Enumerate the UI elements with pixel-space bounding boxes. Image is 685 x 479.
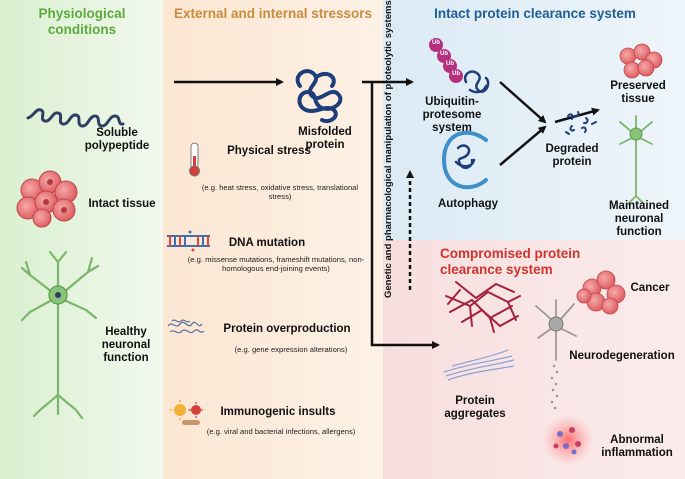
ub-tag-4: Ub: [452, 71, 460, 77]
label-neurodegeneration: Neurodegeneration: [569, 350, 675, 362]
label-ubiquitin: Ubiquitin-protesome system: [422, 96, 482, 135]
header-intact: Intact protein clearance system: [434, 6, 636, 21]
arrow-ubiquitin-to-degraded: [499, 81, 547, 124]
ubiquitin-chain-icon: [429, 38, 463, 83]
label-maintained: Maintained neuronal function: [608, 200, 670, 239]
preserved-tissue-icon: [619, 43, 663, 79]
thermometer-icon: [189, 142, 200, 177]
label-manipulation: Genetic and pharmacological manipulation…: [383, 0, 394, 298]
fibrils-icon: [443, 349, 515, 381]
detail-overproduction: (e.g. gene expression alterations): [234, 345, 348, 354]
label-cancer: Cancer: [630, 282, 670, 294]
dna-icon: [167, 230, 210, 252]
maintained-neuron-icon: [619, 115, 653, 205]
misfolded-protein-icon: [295, 69, 343, 123]
detail-dna-mutation: (e.g. missense mutations, frameshift mut…: [187, 255, 365, 273]
protein-aggregates-icon: [445, 281, 521, 333]
label-overproduction: Protein overproduction: [223, 323, 351, 335]
detail-immunogenic: (e.g. viral and bacterial infections, al…: [206, 427, 356, 436]
ub-tag-1: Ub: [432, 40, 440, 46]
arrow-autophagy-to-degraded: [499, 125, 547, 166]
label-autophagy: Autophagy: [437, 198, 499, 210]
ub-tag-3: Ub: [446, 61, 454, 67]
label-immunogenic: Immunogenic insults: [220, 406, 336, 418]
arrow-to-compromised: [370, 82, 440, 349]
panel-stressors: [163, 0, 383, 479]
label-degraded: Degraded protein: [545, 143, 599, 169]
maintained-neuron-soma: [629, 127, 643, 141]
panel-compromised: [383, 240, 685, 479]
neurodegeneration-soma: [548, 316, 564, 332]
label-healthy-neuronal: Healthy neuronal function: [101, 326, 151, 365]
panel-physiological: [0, 0, 163, 479]
header-compromised: Compromised protein clearance system: [440, 246, 581, 277]
inflammation-icon: [542, 414, 594, 466]
cancer-icon: [576, 270, 626, 315]
label-intact-tissue: Intact tissue: [88, 198, 156, 210]
header-stressors: External and internal stressors: [173, 6, 373, 21]
degraded-protein-icon: [565, 111, 597, 135]
header-physiological: Physiological conditions: [38, 6, 126, 37]
neurodegeneration-icon: [535, 299, 577, 361]
label-preserved: Preserved tissue: [610, 80, 666, 106]
label-dna-mutation: DNA mutation: [228, 237, 306, 249]
protein-overproduction-icon: [167, 319, 205, 334]
ub-tag-2: Ub: [440, 51, 448, 57]
neurodegeneration-fragments: [550, 364, 559, 410]
label-soluble: Soluble polypeptide: [84, 127, 150, 153]
immunogenic-icon: [170, 400, 203, 425]
ubiquitin-substrate-icon: [463, 70, 490, 94]
healthy-neuron-icon: [20, 250, 100, 420]
intact-tissue-icon: [16, 170, 78, 228]
label-misfolded: Misfolded protein: [298, 126, 352, 152]
soluble-polypeptide-icon: [26, 108, 125, 128]
label-inflammation: Abnormal inflammation: [601, 434, 673, 460]
detail-physical-stress: (e.g. heat stress, oxidative stress, tra…: [201, 183, 359, 201]
label-physical-stress: Physical stress: [227, 145, 311, 157]
autophagy-icon: [441, 130, 488, 190]
label-aggregates: Protein aggregates: [444, 395, 506, 421]
